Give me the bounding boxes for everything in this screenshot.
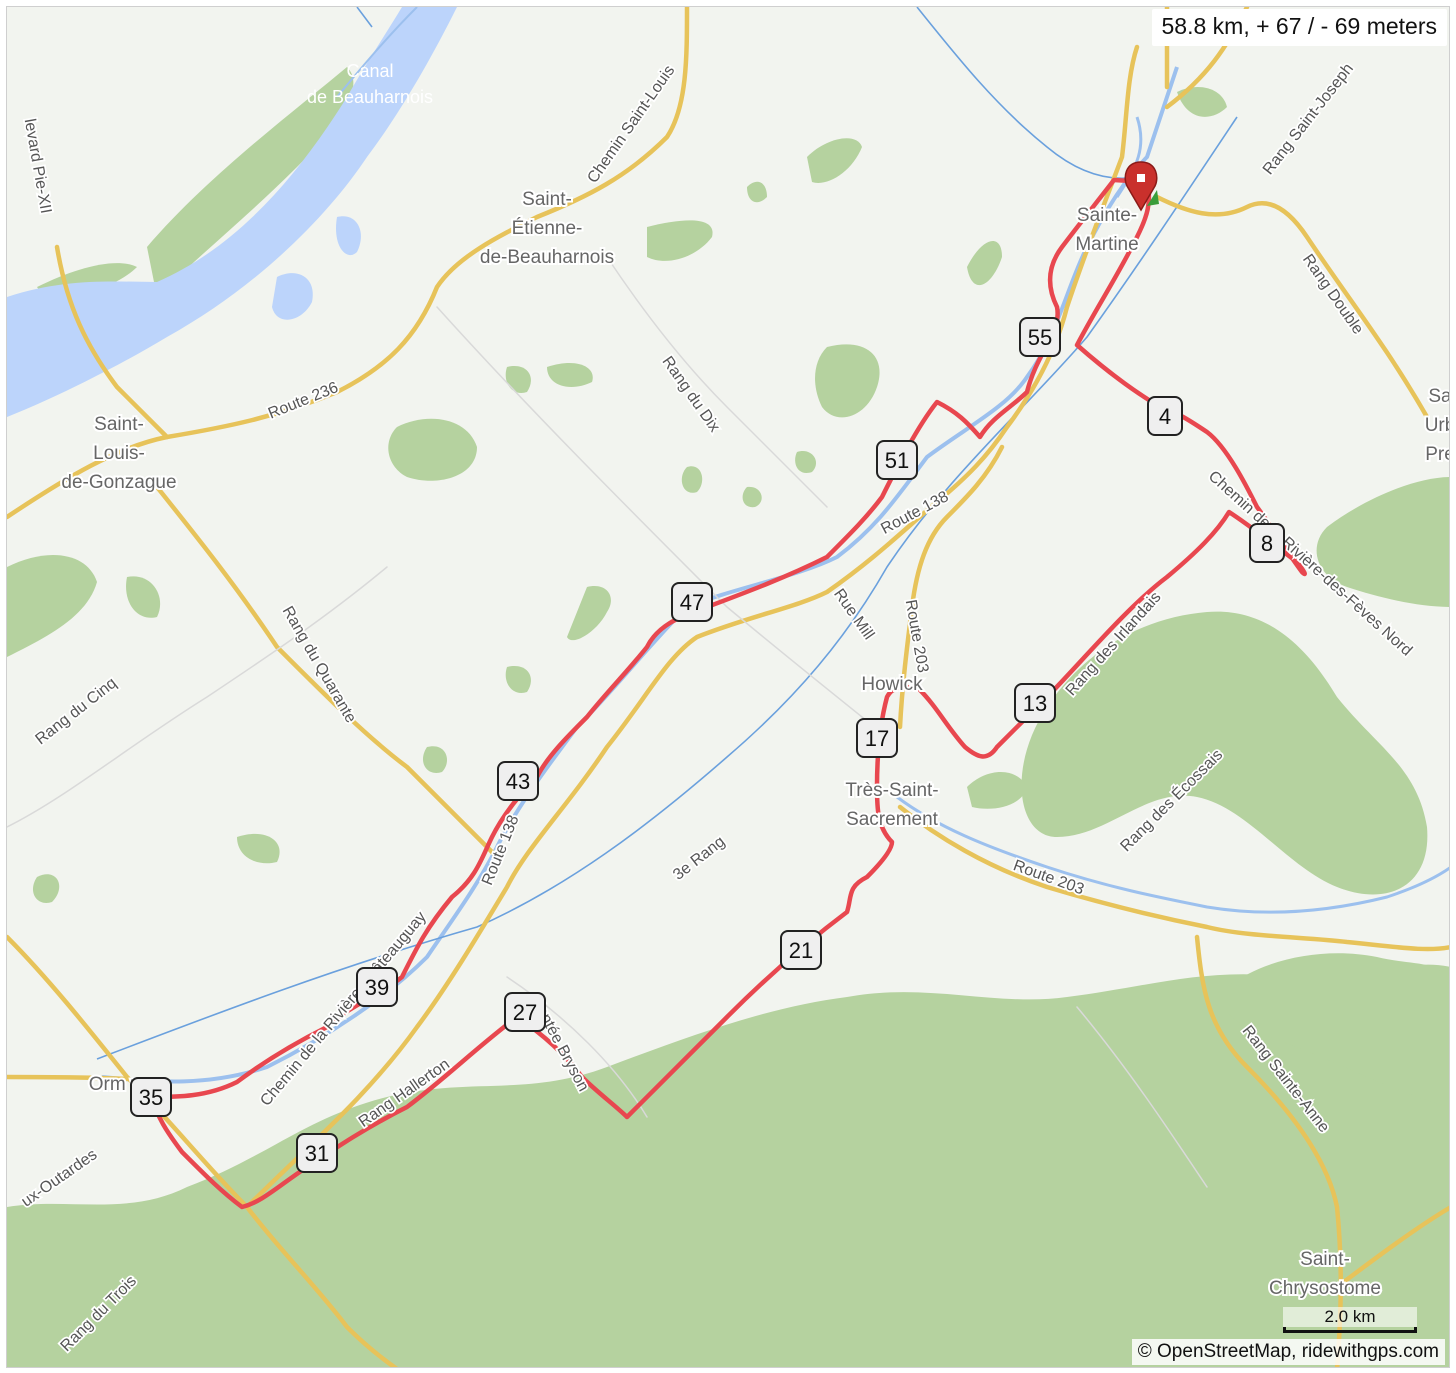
km-marker-label: 43 bbox=[506, 769, 530, 794]
km-marker-label: 39 bbox=[365, 975, 389, 1000]
km-marker-43[interactable]: 43 bbox=[497, 761, 539, 801]
place-label-tres-saint: Très-Saint- bbox=[845, 780, 938, 801]
place-label-saint-urbain: Urb bbox=[1425, 415, 1450, 436]
roads bbox=[7, 7, 1449, 1367]
place-label-saint-etienne: Étienne- bbox=[512, 218, 583, 239]
place-label-canal: Canal bbox=[346, 61, 393, 81]
canals bbox=[96, 7, 1238, 1060]
place-label-sainte-martine: Martine bbox=[1075, 234, 1138, 255]
km-marker-35[interactable]: 35 bbox=[130, 1077, 172, 1117]
place-label-saint-louis: de-Gonzague bbox=[61, 472, 176, 493]
forest-areas bbox=[7, 67, 1449, 1367]
km-marker-8[interactable]: 8 bbox=[1249, 523, 1285, 563]
km-marker-label: 31 bbox=[305, 1141, 329, 1166]
place-label-saint-urbain: Pre bbox=[1425, 444, 1450, 465]
km-marker-label: 47 bbox=[680, 590, 704, 615]
place-label-tres-saint: Sacrement bbox=[846, 809, 939, 830]
km-marker-label: 13 bbox=[1023, 691, 1047, 716]
place-label-saint-chrysostome: Chrysostome bbox=[1269, 1278, 1381, 1299]
km-marker-label: 21 bbox=[789, 938, 813, 963]
km-marker-27[interactable]: 27 bbox=[504, 992, 546, 1032]
place-label-sainte-martine: Sainte- bbox=[1077, 205, 1137, 226]
km-markers: 4 8 13 17 21 27 31 35 39 43 47 51 55 bbox=[130, 317, 1285, 1173]
place-label-canal: de Beauharnois bbox=[307, 87, 433, 107]
km-marker-label: 27 bbox=[513, 1000, 537, 1025]
km-marker-4[interactable]: 4 bbox=[1147, 396, 1183, 436]
place-label-saint-etienne: de-Beauharnois bbox=[480, 247, 614, 268]
km-marker-label: 51 bbox=[885, 448, 909, 473]
place-label-saint-louis: Saint- bbox=[94, 414, 144, 435]
place-label-saint-chrysostome: Saint- bbox=[1300, 1249, 1350, 1270]
km-marker-21[interactable]: 21 bbox=[780, 930, 822, 970]
km-marker-31[interactable]: 31 bbox=[296, 1133, 338, 1173]
km-marker-label: 17 bbox=[865, 726, 889, 751]
place-label-saint-louis: Louis- bbox=[93, 443, 145, 464]
scale-label: 2.0 km bbox=[1283, 1307, 1417, 1327]
scale-bar: 2.0 km bbox=[1283, 1307, 1417, 1337]
place-label-saint-urbain: Sa bbox=[1428, 386, 1450, 407]
km-marker-label: 4 bbox=[1159, 404, 1171, 429]
water-bodies bbox=[7, 7, 457, 417]
km-marker-51[interactable]: 51 bbox=[876, 440, 918, 480]
km-marker-label: 55 bbox=[1028, 325, 1052, 350]
place-label-howick: Howick bbox=[861, 674, 923, 695]
km-marker-55[interactable]: 55 bbox=[1019, 317, 1061, 357]
scale-line bbox=[1283, 1327, 1417, 1333]
km-marker-39[interactable]: 39 bbox=[356, 967, 398, 1007]
map-pin-icon[interactable] bbox=[1124, 161, 1159, 212]
attribution: © OpenStreetMap, ridewithgps.com bbox=[1131, 1339, 1445, 1365]
km-marker-13[interactable]: 13 bbox=[1014, 683, 1056, 723]
km-marker-17[interactable]: 17 bbox=[856, 718, 898, 758]
km-marker-label: 35 bbox=[139, 1085, 163, 1110]
km-marker-label: 8 bbox=[1261, 531, 1273, 556]
place-label-saint-etienne: Saint- bbox=[522, 189, 572, 210]
route-stats: 58.8 km, + 67 / - 69 meters bbox=[1151, 9, 1447, 46]
km-marker-47[interactable]: 47 bbox=[671, 582, 713, 622]
